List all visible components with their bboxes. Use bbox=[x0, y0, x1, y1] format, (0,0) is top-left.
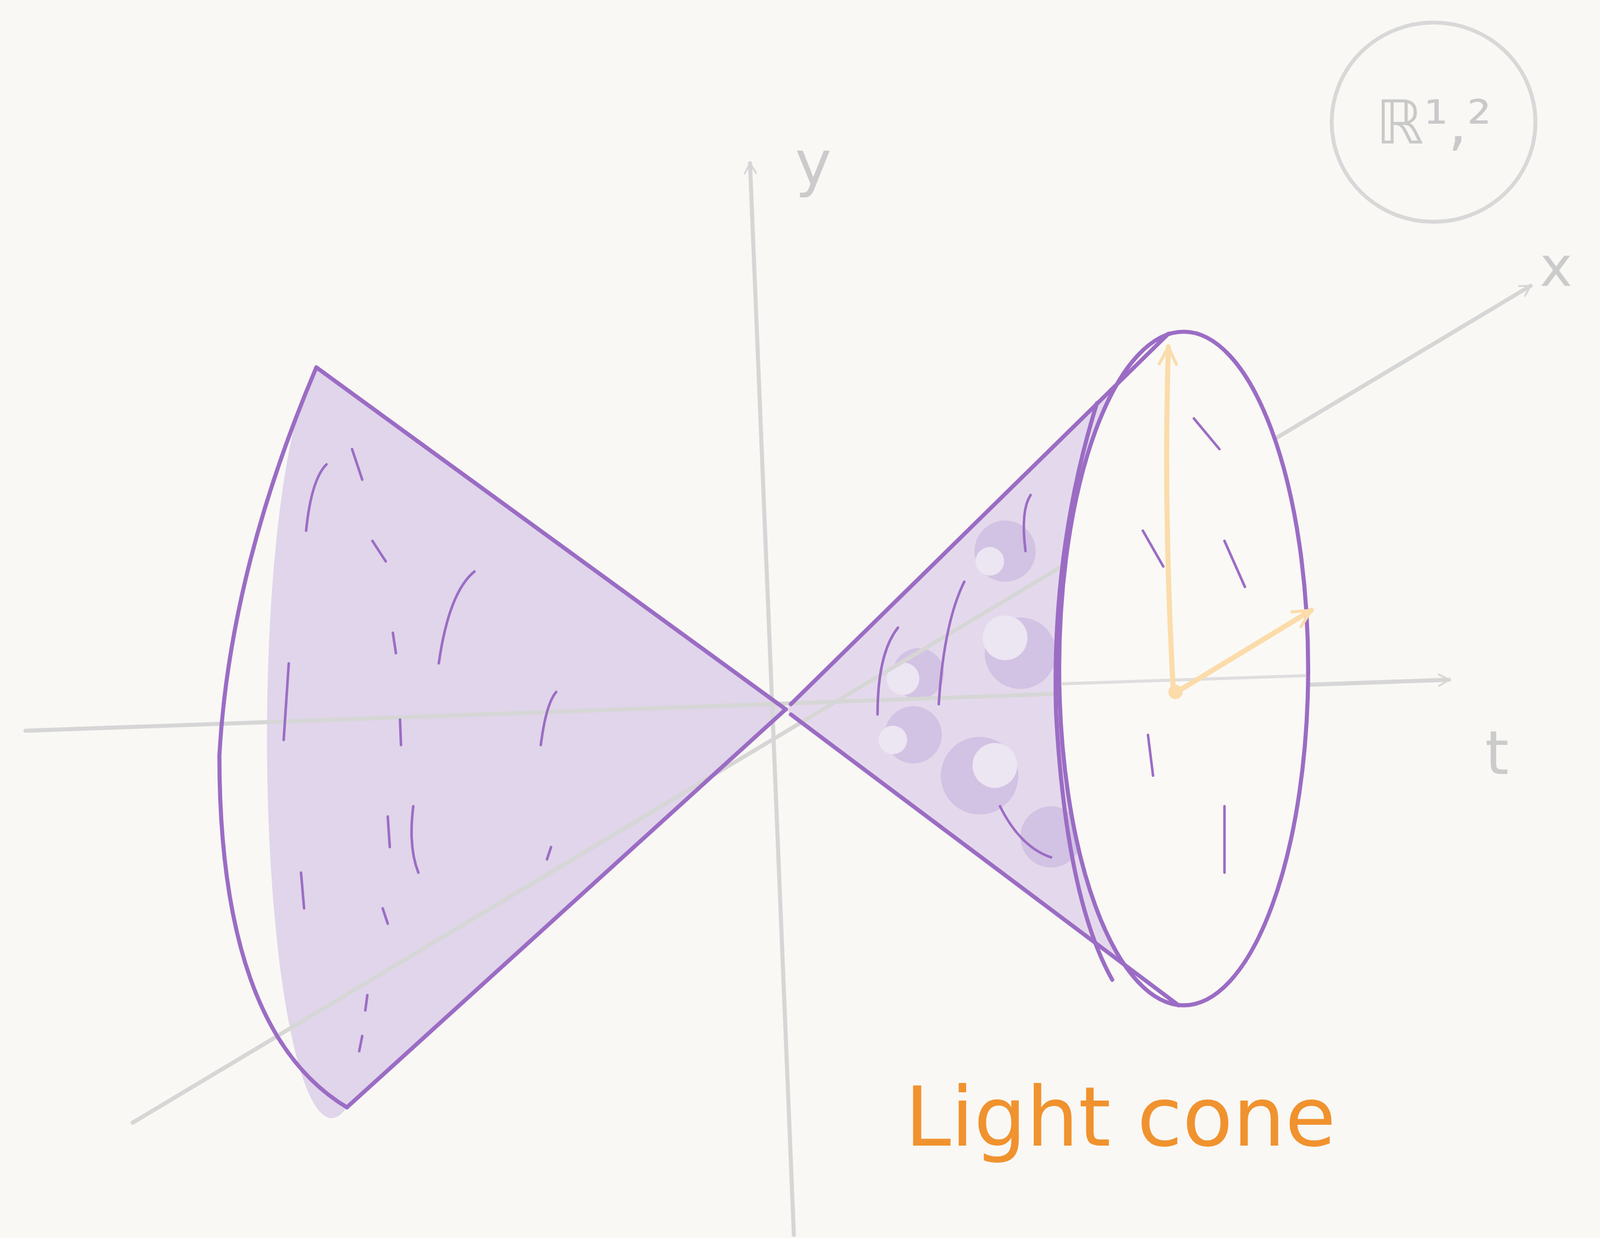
cone-highlights bbox=[878, 547, 1028, 788]
orange-vectors bbox=[1166, 346, 1312, 694]
space-name-circle: ℝ¹,² bbox=[1329, 18, 1538, 227]
cone-outlines bbox=[219, 333, 1179, 1108]
axis-label: y bbox=[795, 132, 832, 195]
diagram-caption: Light cone bbox=[905, 1076, 1337, 1159]
space-label: ℝ¹,² bbox=[1375, 92, 1492, 153]
axis-label: x bbox=[1540, 239, 1573, 295]
axes bbox=[25, 163, 1531, 1235]
origin-dot bbox=[1168, 685, 1183, 700]
hatch-marks bbox=[283, 418, 1245, 1052]
t-axis-inner bbox=[1061, 675, 1306, 684]
circle-outline bbox=[1331, 22, 1536, 223]
x-axis bbox=[132, 285, 1531, 1123]
past-cone-fill bbox=[267, 367, 786, 1119]
future-cone-rim bbox=[1058, 331, 1309, 1006]
axis-label: t bbox=[1485, 723, 1509, 784]
